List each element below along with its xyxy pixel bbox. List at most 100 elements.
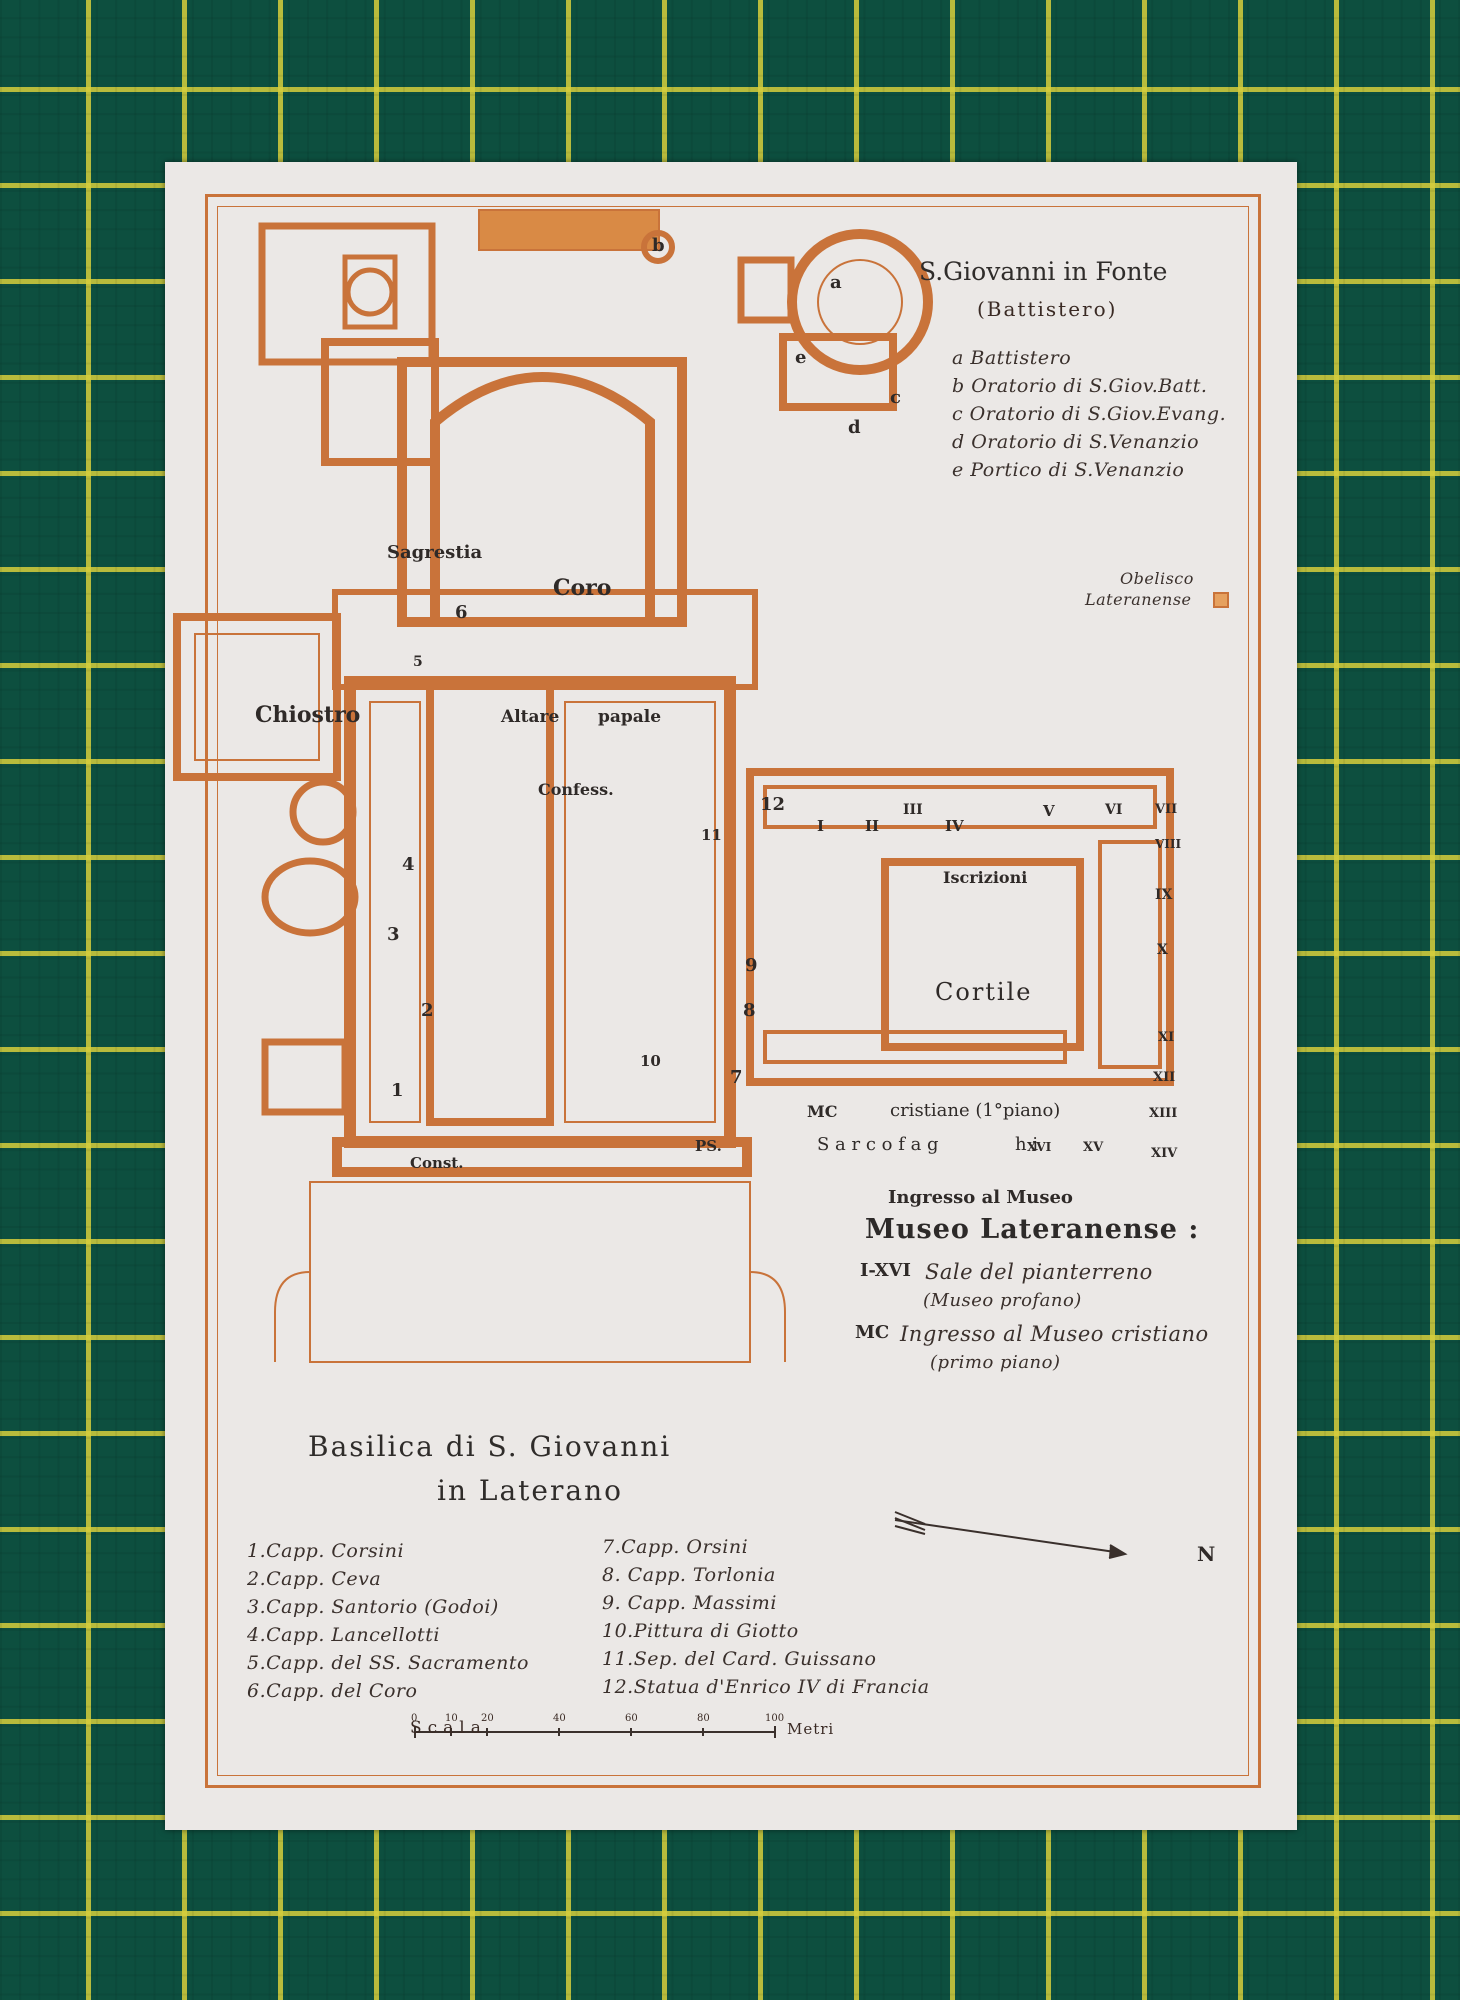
museo-line-2b: (primo piano) xyxy=(930,1352,1061,1373)
chapel-1 xyxy=(261,1038,349,1116)
baptistery-subtitle: (Battistero) xyxy=(977,297,1118,321)
label-room-vii: VII xyxy=(1155,802,1178,817)
floor-plan xyxy=(173,209,1174,1738)
label-room-xiii: XIII xyxy=(1149,1106,1178,1121)
chapel-item-2: 2.Capp. Ceva xyxy=(247,1568,382,1590)
north-arrow xyxy=(894,1511,1128,1559)
label-room-xvi: XVI xyxy=(1027,1140,1052,1154)
piazza xyxy=(309,1181,751,1363)
map-sheet: S.Giovanni in Fonte (Battistero) a Batti… xyxy=(165,162,1297,1830)
museo-line-1: Sale del pianterreno xyxy=(925,1260,1153,1284)
scale-tick-10: 10 xyxy=(445,1713,458,1724)
courtyard xyxy=(881,858,1084,1051)
chapel-item-11: 11.Sep. del Card. Guissano xyxy=(602,1648,877,1670)
label-room-x: X xyxy=(1157,942,1168,958)
chapel-item-8: 8. Capp. Torlonia xyxy=(602,1564,776,1586)
baptistery-legend-c: c Oratorio di S.Giov.Evang. xyxy=(952,403,1227,425)
chapel-item-5: 5.Capp. del SS. Sacramento xyxy=(247,1652,529,1674)
label-n8: 8 xyxy=(743,1000,756,1021)
label-room-ix: IX xyxy=(1155,887,1173,903)
obelisk-label-1: Obelisco xyxy=(1120,569,1194,588)
scale-tick-0: 0 xyxy=(411,1713,418,1724)
scale-bar xyxy=(414,1726,776,1738)
obelisk-label-2: Lateranense xyxy=(1085,590,1192,609)
label-room-xiv: XIV xyxy=(1151,1146,1178,1161)
label-room-iv: IV xyxy=(945,817,964,835)
label-room-viii: VIII xyxy=(1155,837,1182,851)
facade xyxy=(332,1137,752,1177)
chapel-item-12: 12.Statua d'Enrico IV di Francia xyxy=(602,1676,930,1698)
obelisk-marker xyxy=(1213,592,1229,608)
inner-border xyxy=(217,206,1249,1776)
label-altare: Altare xyxy=(501,707,560,727)
baptistery-shape xyxy=(787,229,933,375)
label-n12: 12 xyxy=(760,794,786,815)
chapel-item-4: 4.Capp. Lancellotti xyxy=(247,1624,440,1646)
museo-line-1b: (Museo profano) xyxy=(923,1290,1082,1311)
label-c: c xyxy=(890,387,901,408)
label-mc: MC xyxy=(807,1102,838,1121)
map-title-line-2: in Laterano xyxy=(437,1474,623,1507)
baptistery-legend-b: b Oratorio di S.Giov.Batt. xyxy=(952,375,1208,397)
scale-tick-20: 20 xyxy=(481,1713,494,1724)
label-room-iii: III xyxy=(903,802,923,818)
label-room-ii: II xyxy=(865,817,880,835)
label-chiostro: Chiostro xyxy=(255,702,361,728)
label-sarcofagi: S a r c o f a g xyxy=(817,1134,939,1155)
label-iscrizioni: Iscrizioni xyxy=(943,868,1028,887)
label-n9: 9 xyxy=(745,955,758,976)
scale-tick-80: 80 xyxy=(697,1713,710,1724)
scale-tick-60: 60 xyxy=(625,1713,638,1724)
museo-title: Museo Lateranense : xyxy=(865,1214,1200,1245)
sagrestia-block xyxy=(321,338,439,466)
museo-key-1: I-XVI xyxy=(860,1260,911,1281)
cloister xyxy=(173,613,341,781)
chapel-item-9: 9. Capp. Massimi xyxy=(602,1592,777,1614)
scale-label: Scala xyxy=(410,1718,487,1738)
label-confess: Confess. xyxy=(538,780,614,799)
scale-tick-100: 100 xyxy=(765,1713,785,1724)
top-portico xyxy=(478,209,660,251)
label-const: Const. xyxy=(410,1154,464,1172)
label-n2: 2 xyxy=(421,1000,434,1021)
chapel-item-6: 6.Capp. del Coro xyxy=(247,1680,418,1702)
label-n4: 4 xyxy=(402,854,415,875)
label-room-i: I xyxy=(817,817,825,835)
label-papale: papale xyxy=(598,707,662,727)
label-n11: 11 xyxy=(701,826,722,844)
map-title-line-1: Basilica di S. Giovanni xyxy=(308,1430,672,1463)
chapel-3 xyxy=(261,857,359,937)
chapel-4 xyxy=(289,778,357,846)
baptistery-legend-a: a Battistero xyxy=(952,347,1072,369)
baptistery-legend-e: e Portico di S.Venanzio xyxy=(952,459,1185,481)
label-room-xi: XI xyxy=(1158,1030,1175,1045)
outer-border xyxy=(205,194,1261,1788)
label-room-v: V xyxy=(1043,802,1055,820)
north-label: N xyxy=(1197,1542,1216,1566)
museo-line-2: Ingresso al Museo cristiano xyxy=(900,1322,1209,1346)
chapel-item-10: 10.Pittura di Giotto xyxy=(602,1620,799,1642)
label-n1: 1 xyxy=(391,1080,404,1101)
label-room-xv: XV xyxy=(1083,1140,1104,1155)
label-n6: 6 xyxy=(455,602,468,623)
nave xyxy=(344,676,736,1148)
baptistery-legend-d: d Oratorio di S.Venanzio xyxy=(952,431,1200,453)
choir xyxy=(397,357,687,627)
chapel-item-1: 1.Capp. Corsini xyxy=(247,1540,405,1562)
label-sarcofagi-end: h i xyxy=(1015,1134,1039,1155)
label-n5: 5 xyxy=(413,654,423,670)
label-n3: 3 xyxy=(387,924,400,945)
label-a: a xyxy=(830,272,842,293)
label-ps: PS. xyxy=(695,1137,722,1155)
label-room-vi: VI xyxy=(1105,802,1123,818)
label-sagrestia: Sagrestia xyxy=(387,542,483,563)
label-n10: 10 xyxy=(640,1052,661,1070)
label-b: b xyxy=(652,235,665,256)
label-e: e xyxy=(795,347,807,368)
label-n7: 7 xyxy=(730,1067,743,1088)
chapel-item-7: 7.Capp. Orsini xyxy=(602,1536,749,1558)
palace-block xyxy=(258,222,436,366)
baptistery-title: S.Giovanni in Fonte xyxy=(919,257,1168,286)
museum xyxy=(746,768,1174,1086)
scale-tick-40: 40 xyxy=(553,1713,566,1724)
